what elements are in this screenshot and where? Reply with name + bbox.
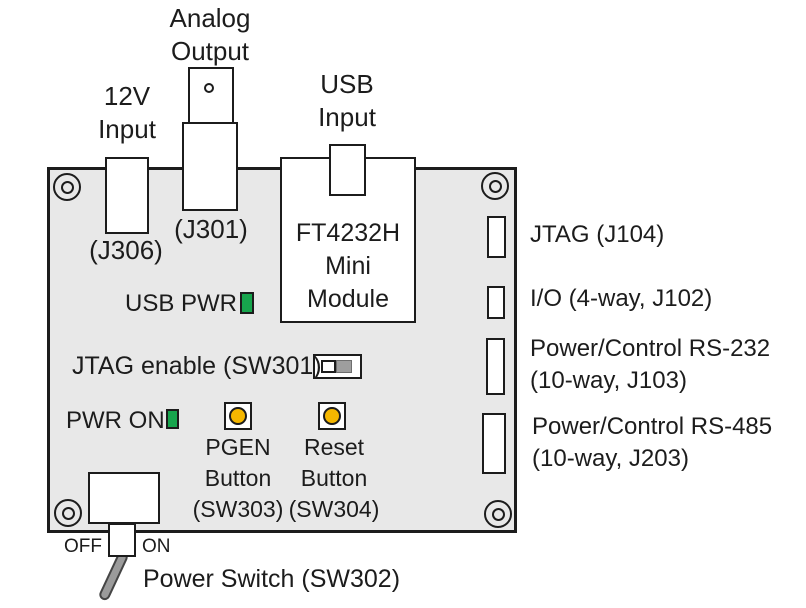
power-switch-off-label: OFF <box>64 536 102 557</box>
mounting-hole-inner-ring <box>488 179 502 193</box>
usb-input-connector <box>329 144 366 196</box>
mounting-hole-inner-ring <box>60 180 74 194</box>
j306-ref-label: (J306) <box>89 235 163 265</box>
usb-pwr-label: USB PWR <box>125 290 238 317</box>
power-switch-label: Power Switch (SW302) <box>143 565 401 593</box>
jtag-j104-connector <box>487 216 506 258</box>
sw301-slider-knob <box>336 360 352 373</box>
io-j102-label: I/O (4-way, J102) <box>530 285 713 312</box>
mounting-hole-top-right <box>481 172 509 200</box>
pwr-on-label: PWR ON <box>66 407 165 434</box>
analog-output-label: Analog Output <box>169 3 251 66</box>
power-switch-stem <box>108 523 136 557</box>
pgen-button-cap <box>229 407 247 425</box>
jtag-j104-label: JTAG (J104) <box>530 221 665 248</box>
reset-button-label: Reset Button (SW304) <box>288 434 380 522</box>
12v-input-label: 12V Input <box>98 81 156 144</box>
power-switch-body <box>88 472 160 524</box>
power-switch-on-label: ON <box>142 536 171 557</box>
pgen-button-label: PGEN Button (SW303) <box>192 434 284 522</box>
rs232-j103-connector <box>486 338 505 395</box>
pgen-button-sw303 <box>224 402 252 430</box>
j301-pin-hole <box>204 83 214 93</box>
j301-analog-output-connector-top <box>188 67 234 124</box>
mounting-hole-top-left <box>53 173 81 201</box>
usb-pwr-led <box>240 292 254 314</box>
sw301-slider-slot <box>321 360 336 373</box>
mounting-hole-inner-ring <box>61 506 75 520</box>
ft4232h-module-label: FT4232H Mini Module <box>295 219 401 313</box>
rs485-j203-connector <box>482 413 506 474</box>
jtag-enable-label: JTAG enable (SW301) <box>72 352 322 380</box>
rs485-j203-label: Power/Control RS-485 (10-way, J203) <box>532 413 773 472</box>
reset-button-sw304 <box>318 402 346 430</box>
j301-analog-output-connector-base <box>182 122 238 211</box>
mounting-hole-bottom-left <box>54 499 82 527</box>
reset-button-cap <box>323 407 341 425</box>
usb-input-label: USB Input <box>318 69 376 132</box>
mounting-hole-inner-ring <box>491 507 505 521</box>
j301-ref-label: (J301) <box>174 214 248 244</box>
mounting-hole-bottom-right <box>484 500 512 528</box>
j306-12v-input-connector <box>105 157 149 234</box>
io-j102-connector <box>487 286 505 319</box>
pwr-on-led <box>166 409 179 429</box>
rs232-j103-label: Power/Control RS-232 (10-way, J103) <box>530 335 771 394</box>
power-switch-lever <box>97 550 130 602</box>
